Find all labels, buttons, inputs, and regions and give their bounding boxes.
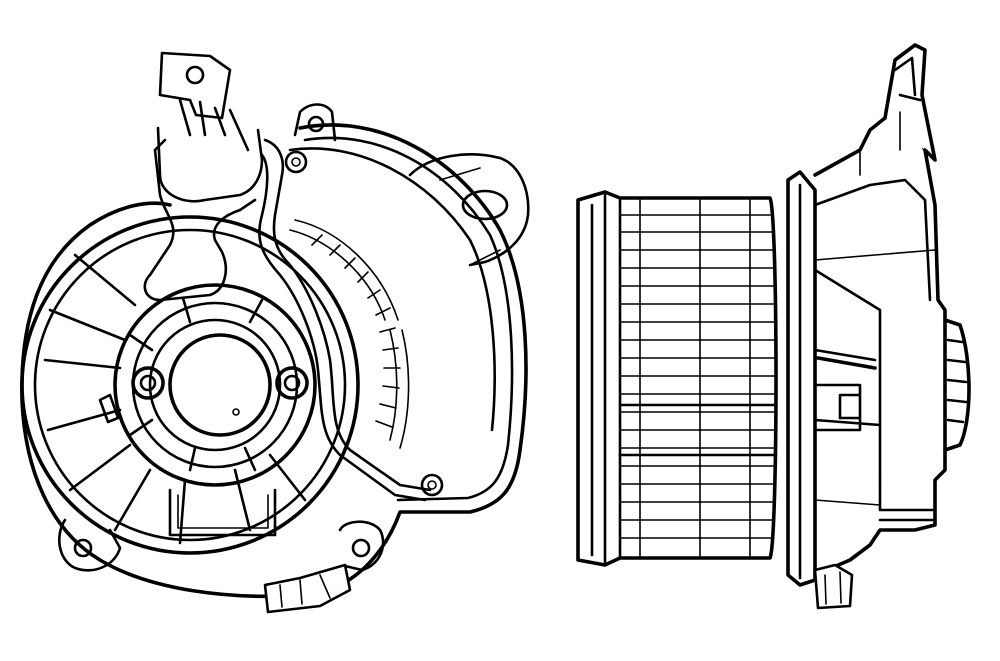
motor-cup-ring-2 bbox=[148, 318, 282, 452]
cage-wheel-rim-left bbox=[590, 193, 622, 565]
electrical-connector-bottom bbox=[263, 563, 352, 614]
electrical-connector-side bbox=[813, 563, 854, 610]
mounting-lug-bottom-left bbox=[57, 518, 122, 572]
bracket-arm-outer bbox=[148, 138, 432, 492]
lug-edge-right bbox=[439, 167, 501, 266]
cage-wheel-outline bbox=[576, 190, 778, 567]
shaft-dot bbox=[232, 408, 240, 416]
top-ear-inner bbox=[893, 56, 922, 102]
rib bbox=[188, 446, 197, 472]
mounting-hole-top bbox=[307, 115, 325, 133]
screw-left-head bbox=[131, 366, 165, 400]
motor-housing-body bbox=[813, 110, 947, 577]
volute-housing-inner bbox=[303, 136, 514, 502]
screw-top-core bbox=[291, 157, 301, 167]
motor-cup-outer bbox=[113, 283, 317, 487]
blade bbox=[73, 253, 137, 307]
connector-side-detail bbox=[824, 571, 842, 605]
front-view bbox=[20, 51, 530, 614]
blade bbox=[43, 358, 122, 370]
scroll-slats bbox=[289, 219, 410, 449]
screw-bottom-right-core bbox=[427, 480, 437, 490]
motor-housing-inner bbox=[813, 178, 932, 482]
screw-left-core bbox=[139, 374, 157, 392]
slat-tick bbox=[311, 234, 401, 428]
cage-slats bbox=[618, 214, 778, 539]
impeller-blades bbox=[43, 253, 307, 545]
mounting-lug-bottom-right bbox=[338, 520, 385, 572]
mounting-lug-top bbox=[293, 103, 337, 142]
shaft-detail bbox=[813, 383, 862, 432]
housing-step bbox=[878, 478, 937, 522]
motor-cup-ring bbox=[131, 301, 299, 469]
cup-ribs bbox=[128, 296, 264, 472]
impeller-outer-ring bbox=[20, 215, 360, 555]
left-peg bbox=[98, 393, 120, 424]
rib bbox=[128, 333, 154, 352]
shaft-line bbox=[816, 356, 877, 370]
volute-housing-rim bbox=[288, 147, 496, 432]
slat bbox=[294, 219, 399, 321]
rib bbox=[181, 296, 192, 324]
rib bbox=[243, 446, 257, 472]
terminal-hole bbox=[185, 65, 205, 85]
side-view bbox=[576, 43, 971, 610]
terminal-flag bbox=[158, 51, 232, 120]
connector-detail-bottom bbox=[279, 574, 331, 608]
motor-end-cap-ribs bbox=[946, 338, 968, 424]
rib bbox=[128, 418, 154, 437]
bracket-neck bbox=[143, 198, 257, 302]
mounting-flange bbox=[786, 170, 817, 587]
blade bbox=[68, 443, 132, 492]
cage-slat-edges bbox=[639, 199, 751, 557]
mounting-hole-right bbox=[461, 189, 509, 221]
screw-bottom-right bbox=[420, 473, 444, 497]
blade bbox=[46, 408, 122, 432]
bracket-arm-inner bbox=[258, 153, 427, 502]
screw-top-head bbox=[284, 150, 308, 174]
screw-right-core bbox=[283, 374, 301, 392]
motor-end-cap bbox=[943, 318, 971, 452]
blade bbox=[178, 478, 187, 545]
terminal-wires bbox=[178, 98, 250, 152]
screw-bottom-right-head bbox=[420, 473, 444, 497]
mounting-hole-bottom-left bbox=[73, 538, 93, 558]
blade bbox=[233, 468, 252, 532]
housing-contour bbox=[814, 111, 936, 506]
blade bbox=[113, 468, 152, 532]
cup-bottom-tab bbox=[168, 488, 277, 537]
blade bbox=[48, 308, 127, 342]
motor-shaft-hub bbox=[168, 333, 272, 437]
impeller-ring-2 bbox=[33, 228, 347, 542]
screw-top bbox=[284, 150, 308, 174]
mounting-hole-bottom-right bbox=[351, 538, 371, 558]
screw-right bbox=[275, 366, 309, 400]
slat bbox=[289, 229, 386, 321]
screw-left bbox=[131, 366, 165, 400]
cup-bottom-tab-inner bbox=[177, 494, 269, 529]
slat bbox=[399, 329, 410, 449]
screw-right-head bbox=[275, 366, 309, 400]
rib bbox=[248, 298, 264, 324]
slat bbox=[389, 329, 398, 441]
mounting-lug-right bbox=[408, 153, 530, 267]
terminal-block bbox=[156, 126, 264, 203]
top-ear bbox=[883, 43, 937, 162]
